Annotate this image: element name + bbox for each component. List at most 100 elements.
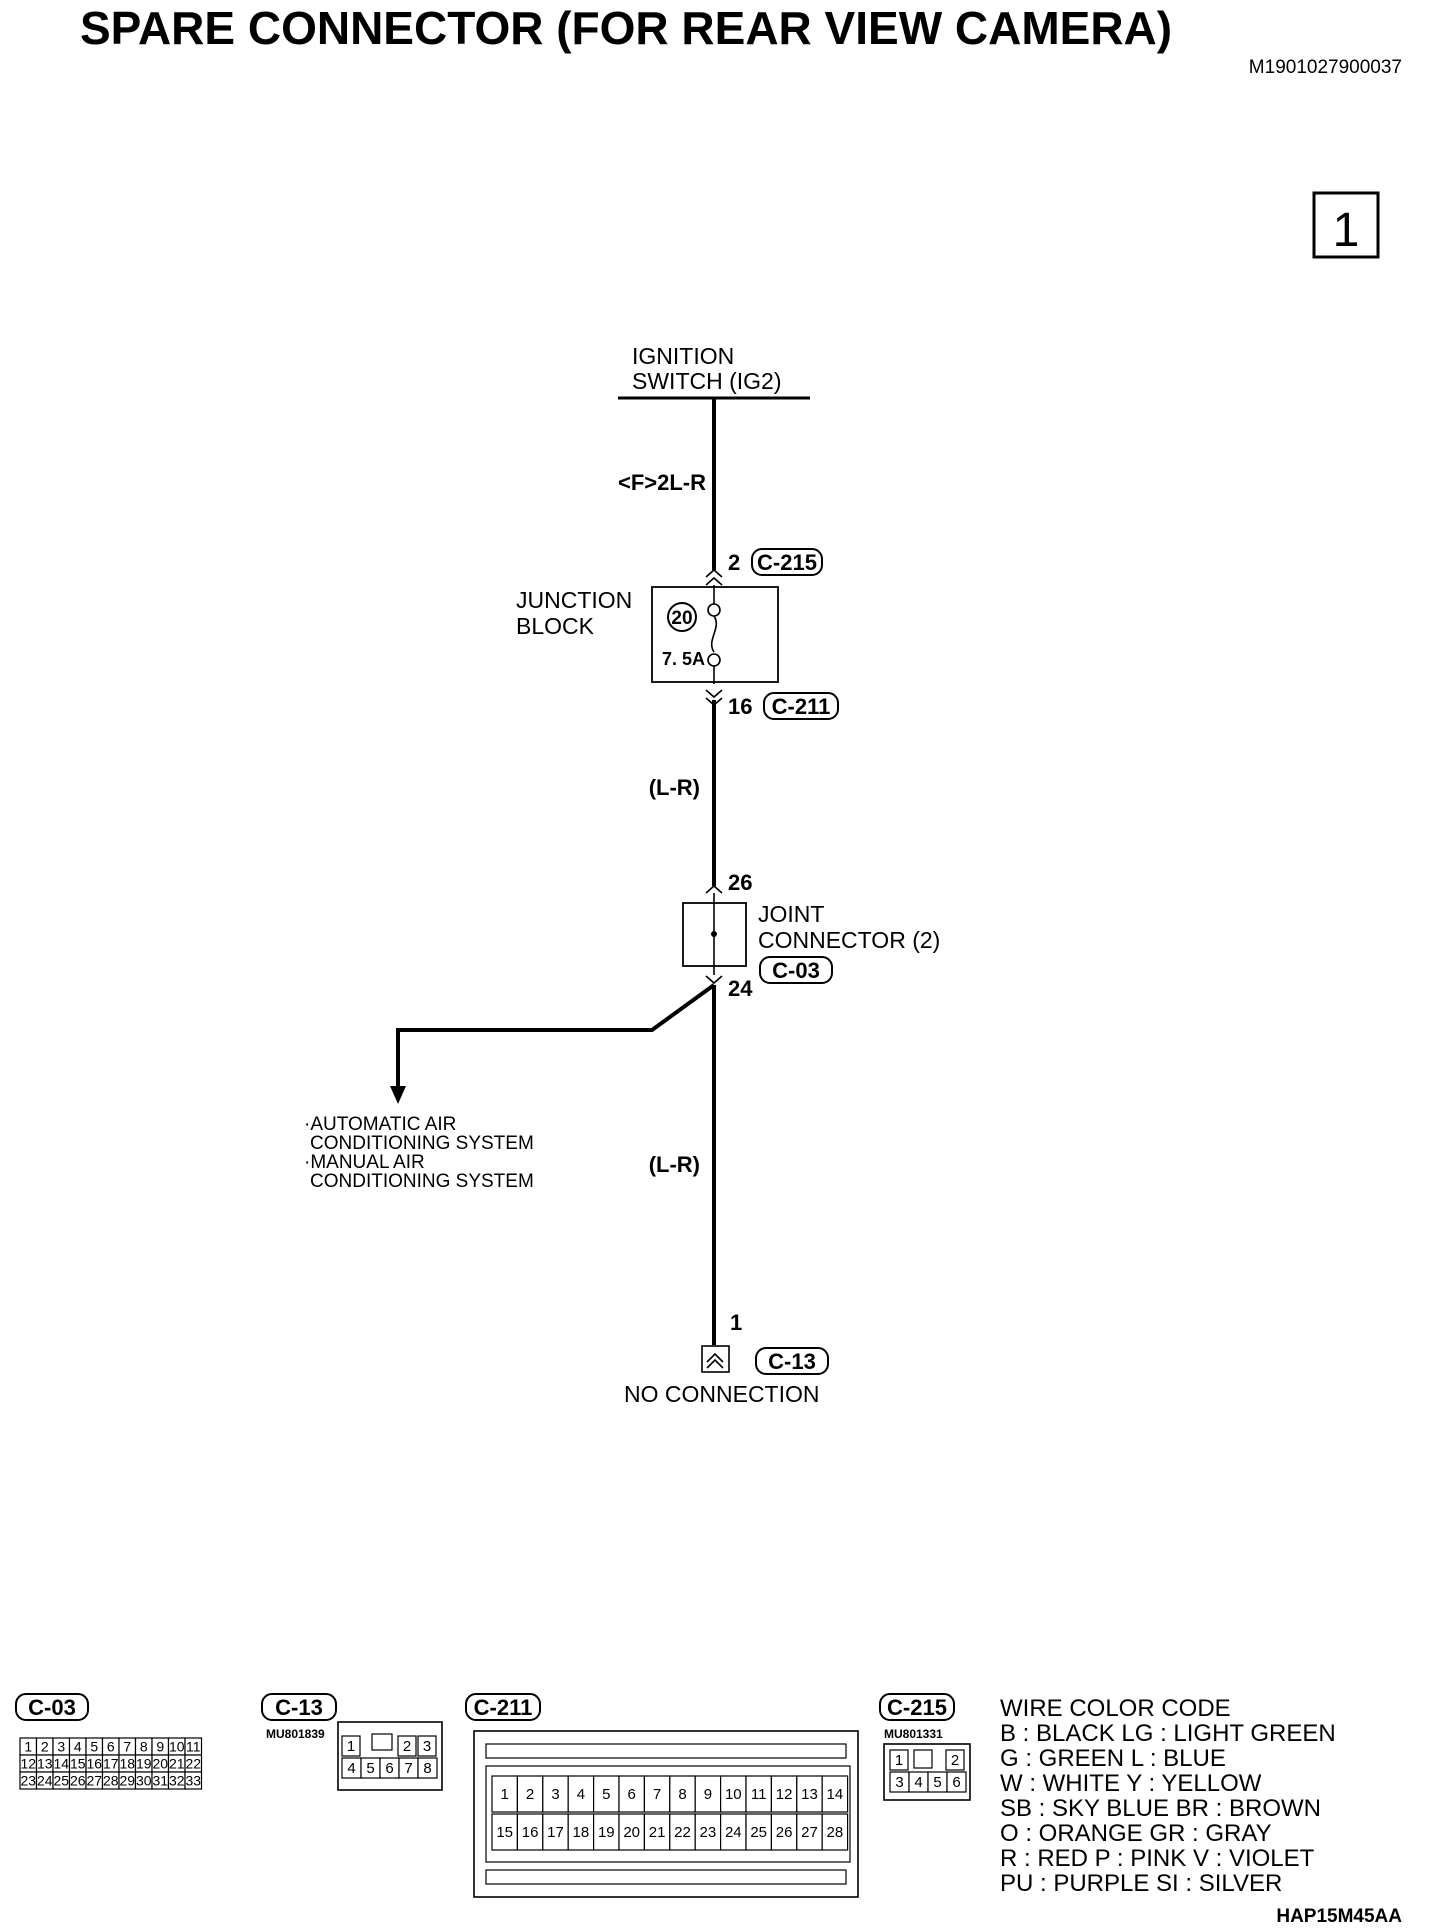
branch-target-line3: ·MANUAL AIR [304,1152,425,1173]
c211-pin-label: 10 [725,1786,742,1803]
c215-pin-label: 3 [895,1774,903,1791]
c215-pin-label: 6 [952,1774,960,1791]
terminal-chevron-icon-2 [706,1358,724,1369]
connector-chevron-c215-2 [705,576,723,586]
c03-pin-label: 2 [41,1739,49,1755]
c215-key-slot [913,1749,933,1769]
connector-view-name-c215: C-215 [887,1695,947,1720]
junction-out-pin: 16 [728,694,752,719]
fuse-icon [710,615,718,653]
c211-pin-label: 5 [602,1786,610,1803]
c211-pin-label: 19 [598,1824,615,1841]
wire-color-top: <F>2L-R [618,470,706,495]
c03-pin-cell [184,1771,203,1790]
joint-out-pin: 24 [728,976,753,1001]
c13-pin-label: 4 [347,1760,355,1777]
branch-wire-ac [396,983,716,1088]
ignition-label-line2: SWITCH (IG2) [632,368,782,394]
c215-pin-cell [946,1771,967,1793]
c03-pin-label: 28 [103,1773,119,1789]
connector-housing-c13 [337,1721,443,1791]
c211-pin-label: 27 [801,1824,818,1841]
c211-pin-label: 22 [674,1824,691,1841]
c215-pin-cell [945,1749,965,1771]
c211-pin-label: 17 [547,1824,564,1841]
c211-pin-cell [567,1813,595,1851]
wire-color-bottom: (L-R) [649,1152,700,1177]
c211-pin-label: 25 [750,1824,767,1841]
c211-pin-label: 21 [649,1824,666,1841]
junction-block-label-line1: JUNCTION [516,587,632,613]
joint-connector-label-line2: CONNECTOR (2) [758,927,940,953]
c03-pin-label: 17 [103,1756,119,1772]
wire-color-code-line: O : ORANGE GR : GRAY [1000,1820,1272,1847]
connector-tag-c215 [751,548,823,576]
c211-pin-label: 24 [725,1824,742,1841]
connector-part-c13: MU801839 [266,1727,325,1741]
c03-pin-label: 30 [136,1773,152,1789]
c03-pin-label: 21 [169,1756,185,1772]
c13-pin-cell [397,1735,417,1757]
c03-pin-label: 26 [70,1773,86,1789]
c03-pin-label: 16 [86,1756,102,1772]
c03-pin-label: 33 [185,1773,201,1789]
joint-connector-label-line1: JOINT [758,901,824,927]
c03-pin-label: 4 [74,1739,82,1755]
fuse-terminal-top [707,603,721,617]
c211-pin-label: 20 [623,1824,640,1841]
c211-pin-cell [770,1813,798,1851]
fuse-number: 20 [671,608,692,629]
c13-pin-cell [417,1735,437,1757]
junction-block-label-line2: BLOCK [516,613,595,639]
junction-in-pin: 2 [728,550,740,575]
wire-color-code-line: PU : PURPLE SI : SILVER [1000,1870,1282,1897]
c03-pin-label: 6 [107,1739,115,1755]
connector-view-name-c13: C-13 [275,1695,323,1720]
c211-pin-cell [669,1813,696,1851]
joint-connector-id: C-03 [772,958,820,983]
c03-pin-label: 14 [53,1756,69,1772]
terminal-box [701,1345,730,1373]
c215-pin-label: 1 [895,1752,903,1769]
wire-color-code-title: WIRE COLOR CODE [1000,1695,1231,1722]
c211-pin-label: 23 [700,1824,717,1841]
c03-pin-label: 23 [20,1773,36,1789]
c211-pin-label: 16 [522,1824,539,1841]
c211-pin-label: 11 [751,1786,767,1803]
page-number: 1 [1333,204,1360,257]
c211-pin-label: 3 [551,1786,559,1803]
c211-pin-cell [542,1813,569,1851]
wire-color-code-line: B : BLACK LG : LIGHT GREEN [1000,1720,1336,1747]
c03-pin-label: 13 [37,1756,53,1772]
c211-pin-cell [719,1813,747,1851]
junction-out-connector: C-211 [772,694,831,719]
branch-target-line4: CONDITIONING SYSTEM [310,1171,534,1192]
c215-pin-label: 5 [933,1774,941,1791]
joint-connector-node [711,931,717,937]
wire-color-mid: (L-R) [649,775,700,800]
c03-pin-label: 20 [152,1756,168,1772]
connector-housing-c215 [883,1743,971,1801]
branch-arrow-icon [390,1086,406,1104]
c211-pin-label: 1 [501,1786,509,1803]
c03-pin-label: 19 [136,1756,152,1772]
c215-pin-cell [889,1749,909,1771]
c03-pin-label: 8 [140,1739,148,1755]
c211-pin-label: 8 [678,1786,686,1803]
connector-housing-c211 [473,1730,859,1898]
connector-tag-c13 [755,1347,829,1375]
c211-pin-label: 9 [704,1786,712,1803]
c03-pin-label: 1 [24,1739,32,1755]
terminal-pin: 1 [730,1310,742,1335]
c211-pin-cell [745,1813,772,1851]
c03-pin-label: 5 [90,1739,98,1755]
connector-latch-top-c211 [485,1743,847,1759]
c03-pin-label: 3 [57,1739,65,1755]
c03-pin-label: 7 [123,1739,131,1755]
c13-pin-label: 2 [403,1738,411,1755]
wire-color-code-line: R : RED P : PINK V : VIOLET [1000,1845,1315,1872]
